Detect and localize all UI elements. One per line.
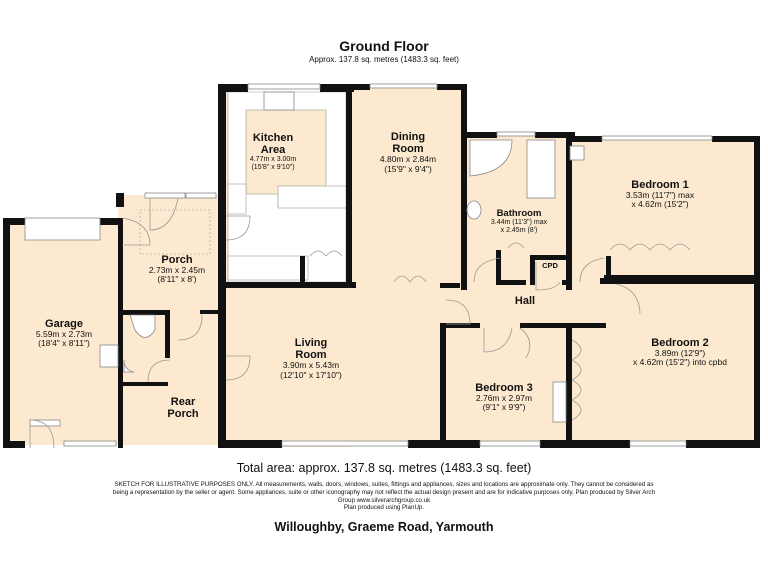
- room-dimensions-imperial: x 4.62m (15'2") into cpbd: [633, 357, 727, 368]
- planup-credit: Plan produced using PlanUp.: [343, 504, 425, 512]
- fixtures: [29, 91, 585, 427]
- room-label-bedroom1: Bedroom 1 3.53m (11'7") max x 4.62m (15'…: [590, 179, 730, 210]
- room-name: Bedroom 2: [651, 337, 709, 349]
- floor-title: Ground Floor: [339, 38, 429, 54]
- room-label-kitchen: Kitchen Area 4.77m x 3.00m (15'8" x 9'10…: [218, 132, 328, 172]
- porch-canopy-outline: [139, 209, 211, 255]
- disclaimer: SKETCH FOR ILLUSTRATIVE PURPOSES ONLY. A…: [110, 481, 658, 512]
- room-dimensions-imperial: x 2.45m (8'): [500, 227, 538, 235]
- windows[interactable]: [24, 83, 713, 447]
- room-dimensions-imperial: x 4.62m (15'2"): [631, 199, 689, 210]
- total-area: Total area: approx. 137.8 sq. metres (14…: [236, 461, 532, 475]
- room-label-bedroom3: Bedroom 3 2.76m x 2.97m (9'1" x 9'9"): [458, 382, 550, 413]
- room-name: Bathroom: [496, 208, 542, 219]
- room-name: Bedroom 1: [631, 179, 689, 191]
- room-label-rear-porch: Rear Porch: [158, 396, 208, 420]
- room-label-cpd: CPD: [534, 261, 566, 270]
- room-dimensions-imperial: (8'11" x 8'): [157, 274, 197, 285]
- room-name: Rear Porch: [167, 396, 199, 421]
- room-label-hall: Hall: [505, 295, 545, 307]
- room-label-bathroom: Bathroom 3.44m (11'3") max x 2.45m (8'): [476, 208, 562, 235]
- room-label-dining: Dining Room 4.80m x 2.84m (15'9" x 9'4"): [360, 131, 456, 174]
- floor-area-subtitle: Approx. 137.8 sq. metres (1483.3 sq. fee…: [309, 55, 459, 64]
- room-dimensions-metric: 3.90m x 5.43m: [282, 360, 340, 371]
- walls: [3, 84, 760, 448]
- room-dimensions-imperial: (18'4" x 8'11"): [38, 338, 90, 349]
- room-name: Living Room: [294, 337, 328, 362]
- room-name: Dining Room: [390, 131, 426, 156]
- room-dimensions-metric: 2.73m x 2.45m: [148, 265, 206, 276]
- room-dimensions-metric: 5.59m x 2.73m: [35, 329, 93, 340]
- room-dimensions-metric: 3.53m (11'7") max: [625, 190, 695, 201]
- room-dimensions-imperial: (12'10" x 17'10"): [280, 369, 342, 380]
- room-dimensions-imperial: (15'8" x 9'10"): [251, 163, 295, 171]
- room-name: Hall: [514, 295, 536, 307]
- room-dimensions-metric: 3.44m (11'3") max: [490, 219, 548, 227]
- room-name: Porch: [161, 254, 193, 266]
- room-dimensions-metric: 4.80m x 2.84m: [379, 154, 437, 165]
- room-name: Kitchen Area: [252, 132, 294, 157]
- room-dimensions-metric: 4.77m x 3.00m: [249, 156, 297, 164]
- room-dimensions-metric: 2.76m x 2.97m: [475, 393, 533, 404]
- room-name: CPD: [542, 261, 558, 270]
- room-name: Bedroom 3: [475, 382, 533, 394]
- room-label-garage: Garage 5.59m x 2.73m (18'4" x 8'11"): [16, 318, 112, 349]
- room-label-living: Living Room 3.90m x 5.43m (12'10" x 17'1…: [256, 337, 366, 380]
- disclaimer-text: SKETCH FOR ILLUSTRATIVE PURPOSES ONLY. A…: [113, 481, 655, 504]
- kitchen-worktops: [227, 91, 347, 283]
- room-dimensions-imperial: (9'1" x 9'9"): [482, 402, 526, 413]
- room-label-bedroom2: Bedroom 2 3.89m (12'9") x 4.62m (15'2") …: [610, 337, 750, 368]
- room-name: Garage: [45, 318, 83, 330]
- room-dimensions-imperial: (15'9" x 9'4"): [384, 163, 432, 174]
- door-swings[interactable]: [29, 197, 691, 449]
- room-label-porch: Porch 2.73m x 2.45m (8'11" x 8'): [132, 254, 222, 285]
- room-dimensions-metric: 3.89m (12'9"): [654, 348, 706, 359]
- property-address: Willoughby, Graeme Road, Yarmouth: [274, 520, 494, 534]
